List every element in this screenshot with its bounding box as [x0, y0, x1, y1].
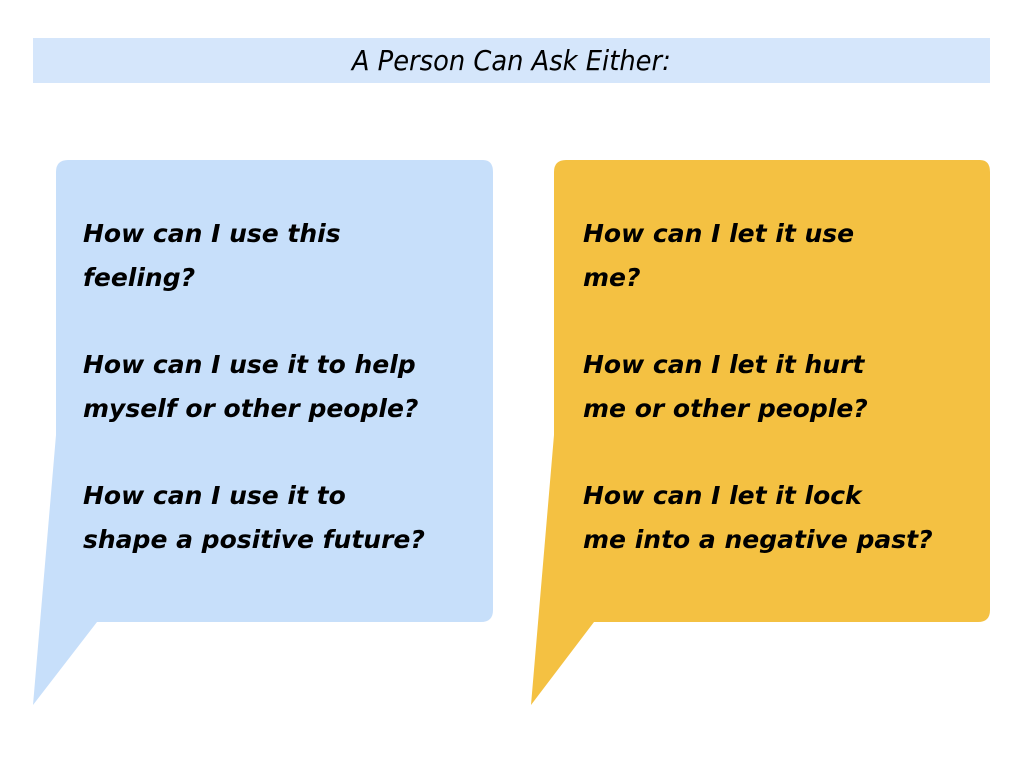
- question-positive-future: How can I use it to shape a positive fut…: [83, 474, 425, 562]
- left-bubble-questions: How can I use this feeling? How can I us…: [83, 212, 425, 605]
- question-line: myself or other people?: [83, 394, 419, 423]
- question-hurt-people: How can I let it hurt me or other people…: [583, 343, 933, 431]
- question-line: How can I use this: [83, 219, 341, 248]
- question-line: shape a positive future?: [83, 525, 425, 554]
- right-bubble-questions: How can I let it use me? How can I let i…: [583, 212, 933, 605]
- left-speech-bubble: [33, 160, 493, 705]
- question-line: me?: [583, 263, 641, 292]
- question-let-it-use-me: How can I let it use me?: [583, 212, 933, 300]
- question-line: feeling?: [83, 263, 196, 292]
- question-line: How can I let it use: [583, 219, 855, 248]
- slide-title: A Person Can Ask Either:: [352, 44, 671, 77]
- question-line: How can I use it to: [83, 481, 346, 510]
- question-help-people: How can I use it to help myself or other…: [83, 343, 425, 431]
- question-line: me into a negative past?: [583, 525, 933, 554]
- question-negative-past: How can I let it lock me into a negative…: [583, 474, 933, 562]
- question-line: How can I let it lock: [583, 481, 862, 510]
- question-line: me or other people?: [583, 394, 868, 423]
- title-bar: A Person Can Ask Either:: [33, 38, 990, 83]
- question-line: How can I let it hurt: [583, 350, 865, 379]
- question-use-feeling: How can I use this feeling?: [83, 212, 425, 300]
- right-speech-bubble: [531, 160, 990, 705]
- question-line: How can I use it to help: [83, 350, 416, 379]
